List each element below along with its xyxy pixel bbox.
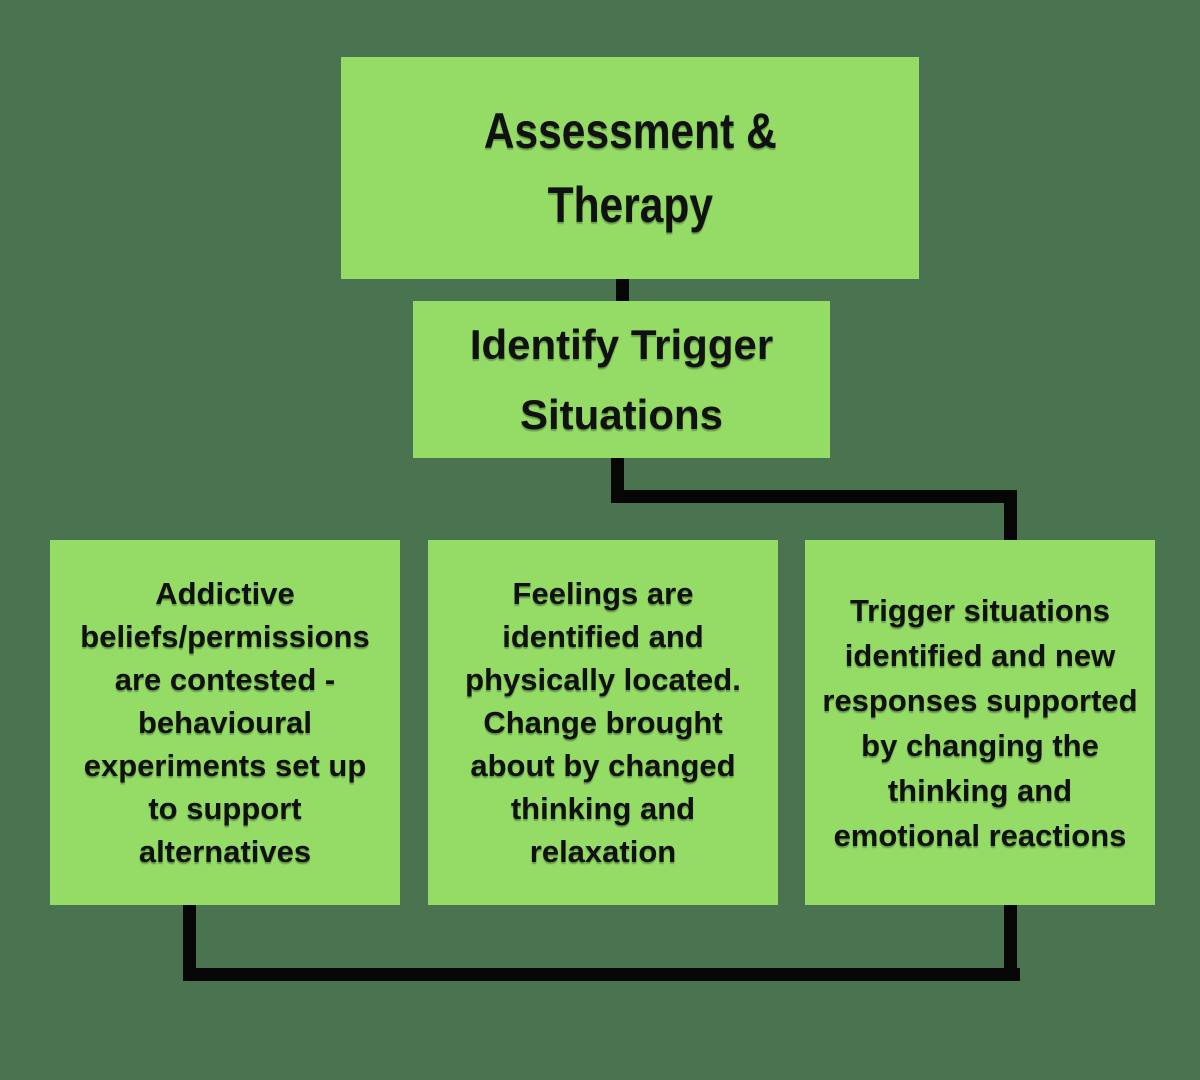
node-assessment-therapy: Assessment & Therapy bbox=[341, 57, 919, 279]
node-addictive-beliefs-label: Addictive beliefs/permissions are contes… bbox=[80, 576, 370, 869]
node-feelings-identified: Feelings are identified and physically l… bbox=[428, 540, 778, 905]
node-addictive-beliefs: Addictive beliefs/permissions are contes… bbox=[50, 540, 400, 905]
node-feelings-identified-label: Feelings are identified and physically l… bbox=[465, 576, 741, 869]
node-identify-trigger-situations-label: Identify Trigger Situations bbox=[469, 320, 774, 438]
edge-identify-to-trigger-segment-across bbox=[611, 490, 1017, 503]
edge-identify-to-trigger-segment-into-top bbox=[1004, 490, 1017, 542]
node-trigger-situations-responses-label: Trigger situations identified and new re… bbox=[822, 592, 1138, 853]
edge-addictive-to-trigger-segment-down bbox=[183, 905, 196, 980]
node-identify-trigger-situations: Identify Trigger Situations bbox=[413, 301, 830, 458]
node-assessment-therapy-label: Assessment & Therapy bbox=[483, 103, 777, 233]
edge-addictive-to-trigger-segment-up bbox=[1004, 905, 1017, 980]
node-trigger-situations-responses: Trigger situations identified and new re… bbox=[805, 540, 1155, 905]
edge-addictive-to-trigger-segment-across bbox=[183, 968, 1020, 981]
edge-assessment-to-identify bbox=[616, 279, 629, 303]
